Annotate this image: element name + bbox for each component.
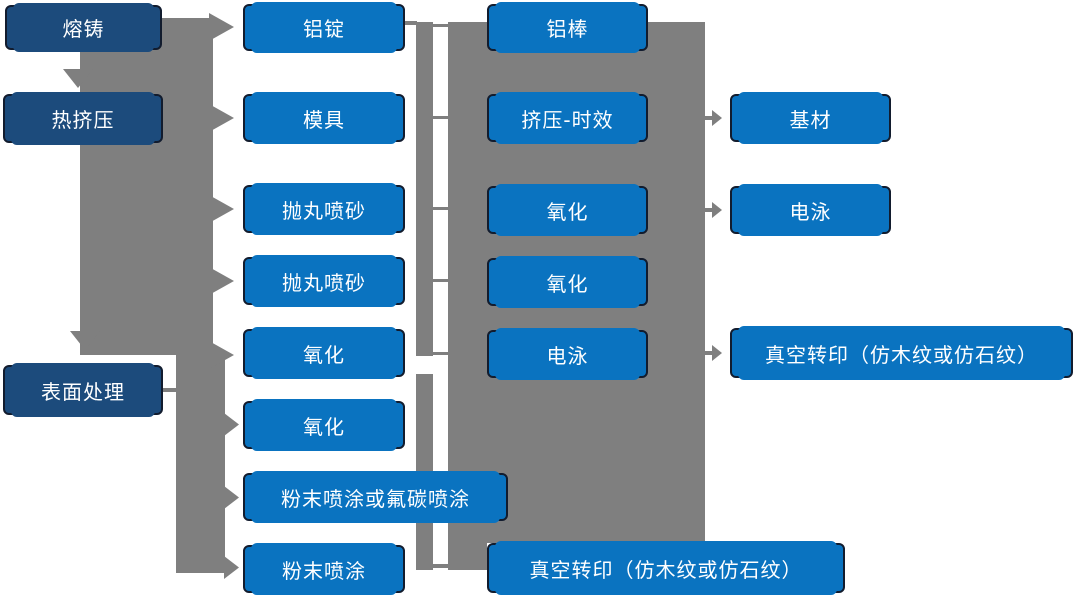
connector-main-slab — [80, 18, 213, 355]
arrow-to-shot-blasting-1 — [209, 195, 234, 223]
connector-link-row1 — [432, 24, 449, 27]
node-powder-or-fluorocarbon-coating: 粉末喷涂或氟碳喷涂 — [243, 471, 508, 523]
connector-link-row3 — [432, 207, 449, 210]
node-aluminum-ingot: 铝锭 — [243, 2, 405, 53]
arrow-stub-to-electrophoresis — [705, 208, 713, 212]
node-oxidation-3: 氧化 — [487, 184, 648, 236]
node-oxidation-4: 氧化 — [487, 256, 648, 308]
arrow-stub-to-vacuum-transfer — [705, 351, 713, 355]
node-aluminum-rod: 铝棒 — [487, 2, 648, 53]
arrow-to-oxidation-2 — [224, 413, 239, 436]
node-extrusion-aging: 挤压-时效 — [487, 92, 648, 144]
node-surface-treatment: 表面处理 — [3, 363, 163, 417]
node-vacuum-transfer-1: 真空转印（仿木纹或仿石纹） — [487, 541, 845, 595]
node-electrophoresis-1: 电泳 — [487, 328, 648, 380]
connector-link-row5 — [432, 352, 449, 355]
arrow-to-vacuum-transfer — [712, 345, 722, 361]
connector-link-row2 — [432, 116, 449, 119]
node-mold: 模具 — [243, 92, 405, 144]
connector-mid-bar-upper — [416, 22, 433, 356]
connector-left-branch-bar — [176, 355, 225, 573]
node-electrophoresis-2: 电泳 — [730, 184, 891, 236]
node-melting-casting: 熔铸 — [5, 3, 162, 52]
node-powder-coating: 粉末喷涂 — [243, 543, 405, 595]
node-oxidation-1: 氧化 — [243, 327, 405, 379]
arrow-to-powder-fluorocarbon — [224, 486, 239, 509]
node-shot-blasting-1: 抛丸喷砂 — [243, 183, 405, 235]
arrow-to-aluminum-ingot — [209, 13, 234, 41]
connector-panel-notch — [448, 543, 487, 570]
arrow-stub-to-base-material — [705, 116, 713, 120]
arrow-to-base-material — [712, 110, 722, 126]
arrow-to-electrophoresis — [712, 202, 722, 218]
connector-link-bottom — [432, 564, 448, 568]
connector-ingot-stub — [405, 21, 417, 25]
connector-surface-treatment-stub — [163, 388, 177, 392]
node-hot-extrusion: 热挤压 — [3, 92, 163, 145]
node-shot-blasting-2: 抛丸喷砂 — [243, 255, 405, 307]
connector-link-row4 — [432, 279, 449, 282]
node-vacuum-transfer-2: 真空转印（仿木纹或仿石纹） — [730, 326, 1073, 380]
arrow-to-shot-blasting-2 — [209, 267, 234, 295]
arrow-to-powder-coating — [224, 556, 239, 579]
node-base-material: 基材 — [730, 92, 891, 144]
node-oxidation-2: 氧化 — [243, 399, 405, 451]
arrow-to-mold — [209, 104, 234, 132]
